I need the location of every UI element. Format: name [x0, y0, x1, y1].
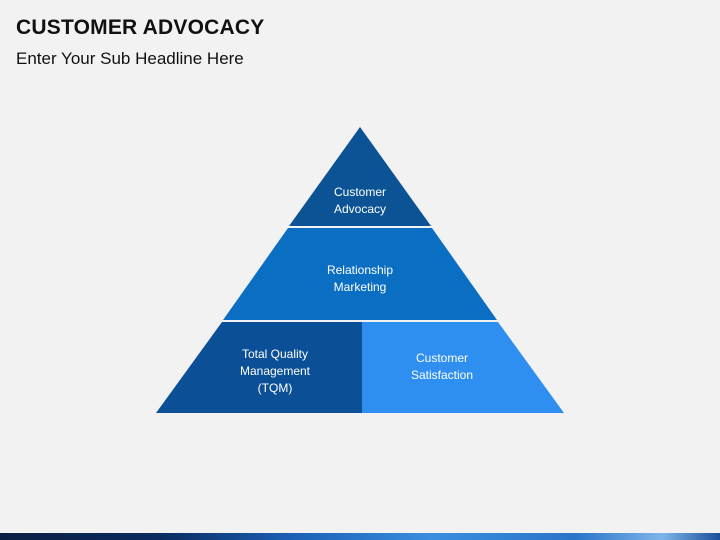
pyramid-tier-top [289, 127, 431, 226]
pyramid-tier-bottom-left [156, 322, 362, 413]
footer-gradient-bar [0, 533, 720, 540]
page-subtitle: Enter Your Sub Headline Here [16, 49, 244, 68]
tier-bottom-right-label-line2: Satisfaction [410, 368, 474, 382]
tier-top-label-line2: Advocacy [333, 202, 387, 216]
tier-bottom-left-label-line2: Management [239, 364, 311, 378]
tier-bottom-left-label: Total Quality Management (TQM) [215, 346, 335, 397]
tier-bottom-right-label-line1: Customer [415, 351, 468, 365]
tier-middle-label-line2: Marketing [333, 280, 387, 294]
tier-middle-label-line1: Relationship [326, 263, 394, 277]
tier-bottom-right-label: Customer Satisfaction [382, 350, 502, 384]
tier-top-label: Customer Advocacy [310, 184, 410, 218]
tier-bottom-left-label-line1: Total Quality [241, 347, 309, 361]
tier-bottom-left-label-line3: (TQM) [257, 381, 293, 395]
tier-top-label-line1: Customer [333, 185, 386, 199]
pyramid-tier-bottom-right [362, 322, 564, 413]
tier-middle-label: Relationship Marketing [300, 262, 420, 296]
pyramid-tier-middle [223, 228, 497, 320]
page-title: CUSTOMER ADVOCACY [16, 16, 265, 39]
